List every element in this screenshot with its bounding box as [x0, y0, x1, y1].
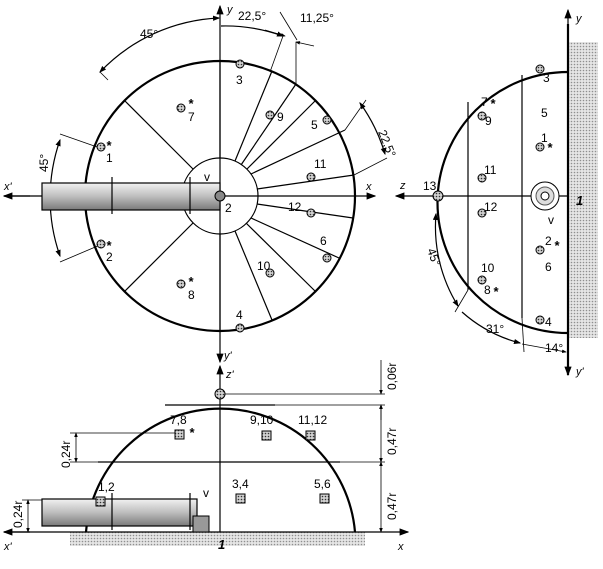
center-sensor: [214, 190, 226, 202]
front-label-9-10: 9,10: [250, 413, 274, 427]
axis-label-y-neg: y': [223, 350, 233, 362]
side-point-label-9: 9: [485, 114, 492, 128]
side-center-label-v: v: [548, 213, 554, 227]
front-label-v: v: [203, 486, 209, 500]
dim-label-0-06r: 0,06r: [385, 363, 399, 390]
side-axis-label-y-neg: y': [575, 366, 585, 378]
radial-lines: [124, 61, 355, 331]
point-label-7: 7: [188, 110, 195, 124]
front-star-7-8: *: [189, 425, 195, 440]
floor-hatch: [70, 532, 365, 546]
point-label-4: 4: [236, 308, 243, 322]
angle-label-45-top: 45°: [140, 27, 158, 41]
front-label-3-4: 3,4: [232, 477, 249, 491]
point-label-8: 8: [188, 288, 195, 302]
side-angle-label-45: 45°: [424, 246, 443, 268]
side-arc-45: [432, 212, 459, 308]
angle-label-22-5-right: 22,5°: [375, 128, 399, 160]
point-label-5: 5: [311, 118, 318, 132]
front-points: [95, 388, 330, 507]
top-view: 45° 22,5° 11,25° 22,5° 45° x' x y y' v: [2, 4, 399, 364]
wall-hatch: [568, 42, 598, 338]
axis-label-y: y: [226, 4, 234, 16]
side-point-label-5: 5: [541, 106, 548, 120]
front-dim-lines: [22, 360, 385, 533]
front-dome: [84, 407, 357, 533]
side-wall-label: 1: [576, 193, 583, 208]
side-star-7: *: [490, 96, 496, 111]
dim-label-0-47r-bottom: 0,47r: [385, 493, 399, 520]
side-point-label-2: 2: [545, 234, 552, 248]
point-label-9: 9: [277, 110, 284, 124]
side-point-label-11: 11: [484, 163, 497, 177]
star-1: *: [106, 138, 112, 153]
center-label-v: v: [204, 170, 210, 184]
side-angle-label-14: 14°: [545, 341, 563, 355]
side-arc-31: [461, 311, 522, 345]
side-point-label-12: 12: [484, 200, 498, 214]
point-label-2-left: 2: [106, 250, 113, 264]
point-label-1: 1: [106, 151, 113, 165]
angle-label-45-left: 45°: [37, 154, 51, 172]
angle-label-22-5-top: 22,5°: [238, 9, 266, 23]
angle-label-11-25: 11,25°: [300, 11, 334, 25]
side-point-label-1: 1: [541, 131, 548, 145]
side-star-1: *: [547, 140, 553, 155]
front-label-7-8: 7,8: [170, 413, 187, 427]
front-pipe: [41, 498, 198, 527]
side-point-label-10: 10: [481, 261, 495, 275]
axis-label-x: x: [365, 181, 372, 193]
dim-label-0-47r-top: 0,47r: [385, 428, 399, 455]
axis-label-x-neg: x': [3, 181, 13, 193]
dim-label-0-24r-left: 0,24r: [11, 501, 25, 528]
front-label-5-6: 5,6: [314, 477, 331, 491]
side-point-label-8: 8: [484, 283, 491, 297]
point-label-2-center: 2: [225, 201, 232, 215]
front-label-11-12: 11,12: [298, 413, 327, 427]
front-view: 0,06r 0,47r 0,47r 0,24r 0,24r 7,8 * 9,10…: [2, 360, 410, 553]
side-point-label-3: 3: [543, 71, 550, 85]
front-sensor-block: [192, 515, 210, 533]
front-axis-label-z-neg: z': [225, 369, 235, 381]
point-label-12: 12: [288, 200, 302, 214]
front-label-1-2: 1,2: [98, 480, 115, 494]
dim-label-0-24r-inner: 0,24r: [59, 441, 73, 468]
side-point-label-7: 7: [481, 95, 488, 109]
point-label-6: 6: [320, 234, 327, 248]
point-label-10: 10: [257, 259, 271, 273]
pipe: [41, 182, 221, 211]
side-point-label-13: 13: [423, 179, 437, 193]
side-star-8: *: [493, 284, 499, 299]
side-semicircle: [436, 70, 569, 335]
side-point-label-6: 6: [545, 260, 552, 274]
angle-arc-22-5: [220, 25, 285, 37]
side-star-2: *: [554, 238, 560, 253]
star-7: *: [188, 96, 194, 111]
side-points: [432, 64, 545, 325]
side-axis-label-y: y: [575, 13, 583, 25]
side-angle-label-31: 31°: [486, 322, 504, 336]
side-axis-label-z: z: [399, 180, 406, 192]
front-axis-label-x: x: [397, 541, 404, 553]
front-floor-label: 1: [218, 537, 225, 552]
star-2: *: [106, 238, 112, 253]
point-label-3: 3: [236, 73, 243, 87]
measuring-points: [96, 59, 332, 333]
front-axis-label-x-neg: x': [3, 541, 13, 553]
angle-arc-45-top: [99, 15, 221, 73]
star-8: *: [188, 274, 194, 289]
side-point-label-4: 4: [545, 315, 552, 329]
point-label-11: 11: [314, 157, 327, 171]
side-view: 3 5 1 2 6 4 7 9 11 12 10 8 13 * * * * z …: [394, 8, 598, 378]
